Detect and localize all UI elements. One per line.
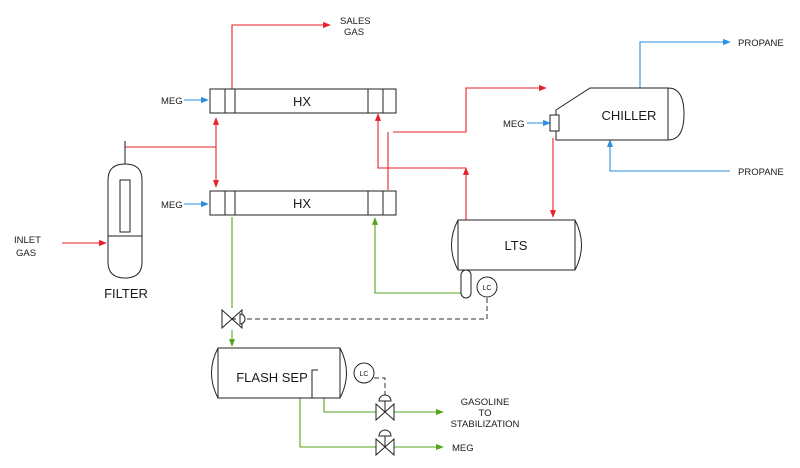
inlet-gas-label-1: INLET xyxy=(14,235,41,246)
meg-hx-top-label: MEG xyxy=(161,96,183,107)
hx-top-to-chiller-line xyxy=(393,84,547,133)
flash-level-controller xyxy=(353,362,375,384)
gasoline-label-1: GASOLINE xyxy=(461,397,510,408)
lts-vapor-to-hx-line xyxy=(374,113,466,169)
propane-out-line xyxy=(639,38,731,88)
lts-label: LTS xyxy=(505,238,528,253)
lts-level-control-valve xyxy=(221,308,246,330)
lts-liquid-line xyxy=(371,217,467,298)
filter-vessel xyxy=(107,141,143,279)
heat-exchanger-bottom xyxy=(209,190,397,216)
flash-sep-label: FLASH SEP xyxy=(236,370,308,385)
meg-out-label: MEG xyxy=(452,443,474,454)
inlet-gas-label-2: GAS xyxy=(16,248,36,259)
sales-gas-label-1: SALES xyxy=(340,16,371,27)
meg-hx-bottom-label: MEG xyxy=(161,200,183,211)
hx-bottom-label: HX xyxy=(293,196,311,211)
meg-chiller-label: MEG xyxy=(503,119,525,130)
sales-gas-line xyxy=(231,21,331,89)
hx-top-label: HX xyxy=(293,94,311,109)
propane-in-label: PROPANE xyxy=(738,167,784,178)
control-signals xyxy=(244,298,488,396)
gasoline-label-3: STABILIZATION xyxy=(451,419,520,430)
propane-out-label: PROPANE xyxy=(738,38,784,49)
lts-level-signal xyxy=(244,298,488,320)
chiller-exchanger xyxy=(549,87,685,141)
filter-label: FILTER xyxy=(104,286,148,301)
lc-flash-label: LC xyxy=(360,371,369,378)
meg-out-line xyxy=(299,398,444,451)
propane-meg-lines xyxy=(184,38,731,208)
flash-level-signal xyxy=(374,377,386,396)
heat-exchanger-top xyxy=(209,88,397,114)
sales-gas-label-2: GAS xyxy=(344,27,364,38)
filter-to-hx-line xyxy=(124,141,216,148)
liquid-lines xyxy=(228,217,467,451)
flash-separator xyxy=(211,347,347,399)
propane-in-line xyxy=(606,139,730,172)
chiller-label: CHILLER xyxy=(602,108,657,123)
lts-separator xyxy=(451,219,582,299)
gasoline-label-2: TO xyxy=(478,408,491,419)
lts-level-controller xyxy=(476,276,498,298)
gasoline-line xyxy=(323,398,444,416)
lc-lts-label: LC xyxy=(483,285,492,292)
gasoline-valve xyxy=(375,394,395,422)
meg-valve xyxy=(375,429,395,457)
